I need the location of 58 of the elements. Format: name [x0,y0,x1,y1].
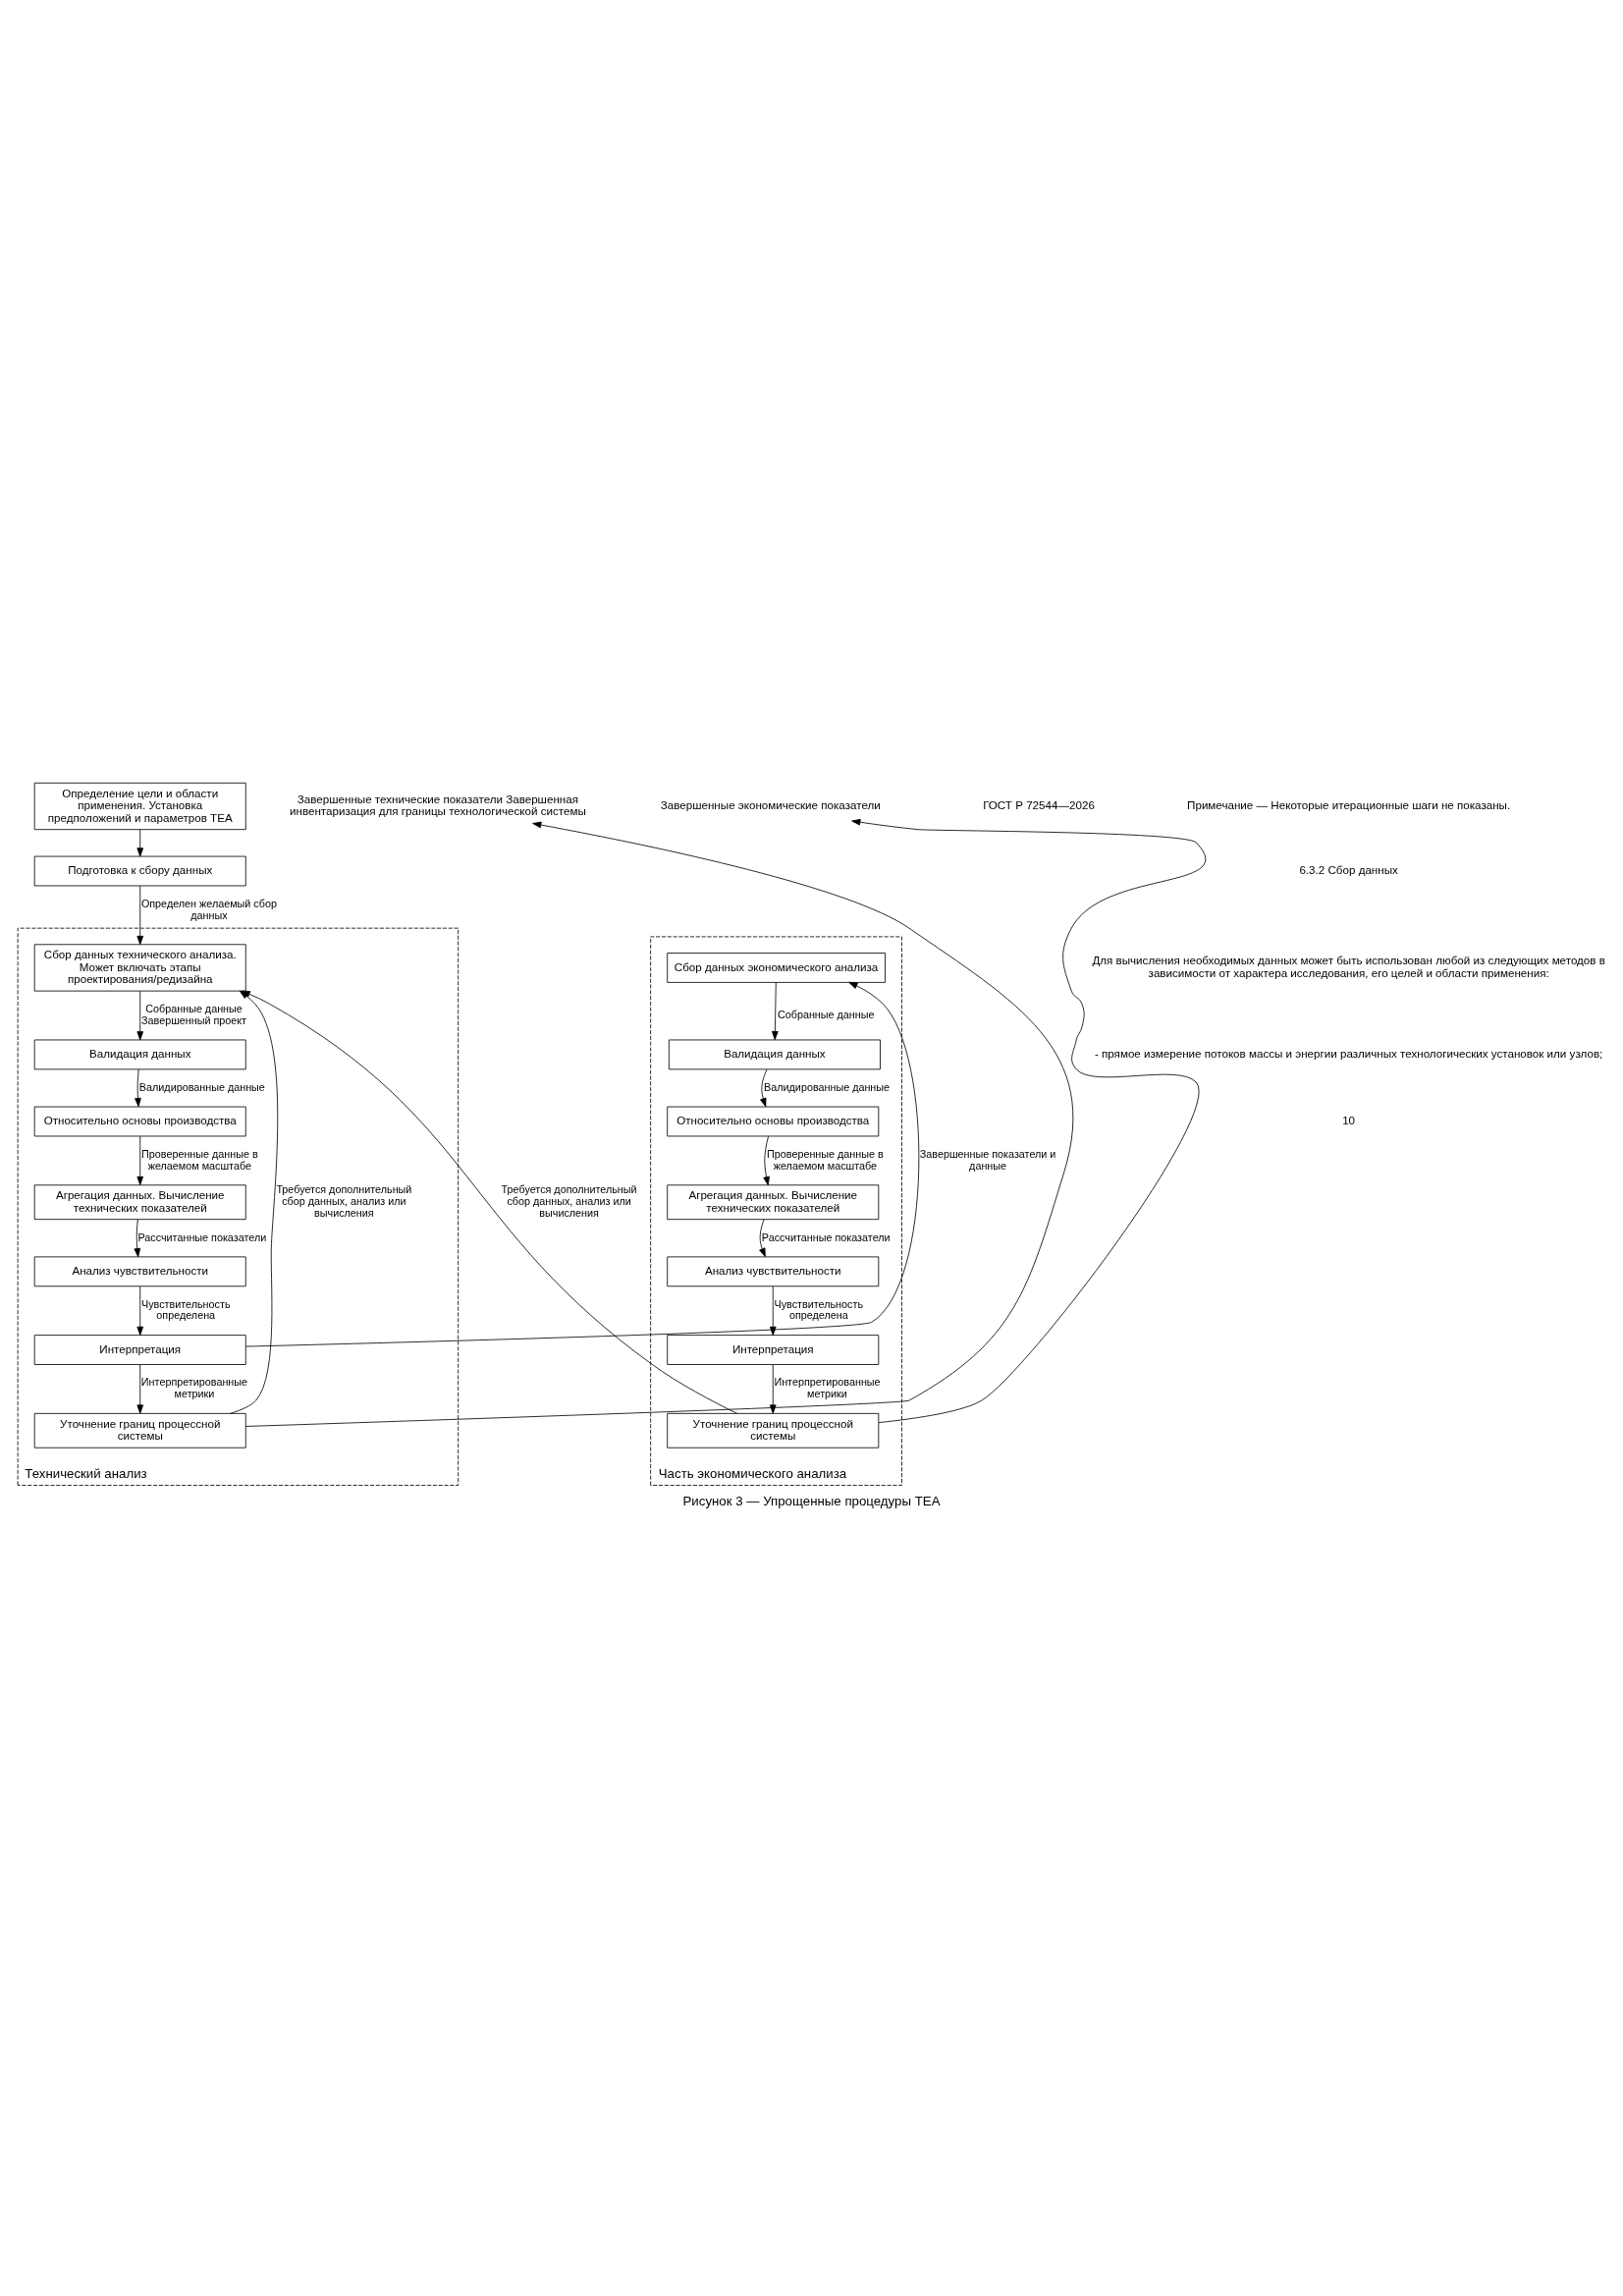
arrow [772,982,779,1041]
node-text: Завершенные технические показатели Завершенная инвентаризация для границы технологической системы [290,792,586,818]
node-box: Агрегация данных. Вычисление технических показателей [667,1184,880,1221]
arrow [245,982,920,1347]
edge-label: Чувствительность определена [774,1297,864,1322]
arrow [769,1285,777,1336]
node-box: Валидация данных [668,1039,881,1070]
edge-label: Проверенные данные в желаемом масштабе [767,1147,884,1172]
node-box: Сбор данных экономического анализа [667,953,886,983]
node-text: Завершенные экономические показатели [660,798,881,812]
arrow [851,818,1206,1424]
node-box: Интерпретация [33,1335,246,1365]
edge-label: Рассчитанные показатели [137,1230,267,1243]
label: - прямое измерение потоков массы и энергии различных технологических установок или узлов; [1094,1046,1603,1060]
arrow [136,990,144,1041]
arrow [136,1135,144,1186]
node-box: Определение цели и области применения. Установка предположений и параметров TEA [33,782,246,831]
arrow [136,1285,144,1336]
edge-label: Чувствительность определена [140,1297,231,1322]
edge-label: Определен желаемый сбор данных [140,897,277,921]
arrow [769,1364,777,1414]
node-box: Уточнение границ процессной системы [33,1412,246,1449]
arrow [136,829,144,857]
node-box: Анализ чувствительности [667,1256,880,1287]
edge-label: Завершенные показатели и данные [919,1147,1056,1172]
edge-label: Собранные данные Завершенный проект [141,1003,247,1026]
node-box: Интерпретация [667,1335,880,1365]
node-box: Относительно основы производства [33,1106,246,1137]
label: 6.3.2 Сбор данных [1299,863,1398,877]
edge-label: Собранные данные [777,1008,875,1020]
node-box: Валидация данных [33,1039,246,1070]
edge-label: Интерпретированные метрики [774,1376,881,1400]
arrow [760,1068,768,1108]
node-box: Сбор данных технического анализа. Может включать этапы проектирования/редизайна [33,944,246,992]
label: ГОСТ Р 72544—2026 [983,798,1095,812]
label: Для вычисления необходимых данных может быть использован любой из следующих методов в зависимости от характера исследования, его целей и области применения: [1092,954,1605,979]
edge-label: Проверенные данные в желаемом масштабе [141,1147,258,1172]
edge-label: Интерпретированные метрики [140,1376,248,1400]
node-box: Относительно основы производства [667,1106,880,1137]
node-box: Агрегация данных. Вычисление технических показателей [33,1184,246,1221]
caption: Рисунок 3 — Упрощенные процедуры TEA [682,1494,941,1509]
label: Примечание — Некоторые итерационные шаги не показаны. [1187,798,1511,812]
label: 10 [1342,1114,1356,1127]
arrow [136,1364,144,1414]
arrow [759,1219,766,1258]
arrow [135,1068,141,1108]
node-box: Уточнение границ процессной системы [667,1412,880,1449]
edge-label: Требуется дополнительный сбор данных, анализ или вычисления [276,1183,412,1219]
node-box: Подготовка к сбору данных [33,855,246,887]
arrow [763,1135,770,1186]
arrow [245,821,1074,1427]
edge-label: Рассчитанные показатели [761,1230,891,1243]
arrow [134,1219,141,1258]
node-box: Анализ чувствительности [33,1256,246,1287]
arrow [136,885,144,946]
edge-label: Валидированные данные [764,1080,891,1093]
edge-label: Валидированные данные [138,1080,265,1093]
edge-label: Требуется дополнительный сбор данных, анализ или вычисления [501,1183,637,1219]
